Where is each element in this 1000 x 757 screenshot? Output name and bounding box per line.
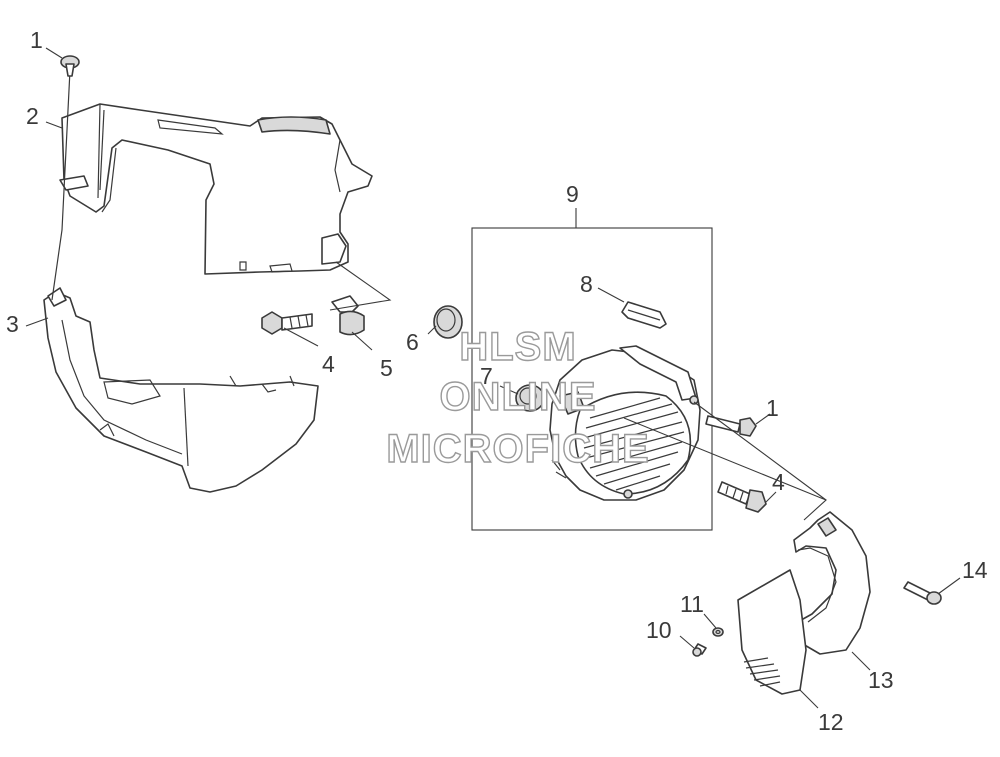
callout-label: 4 <box>772 469 785 495</box>
duct-part <box>793 511 871 655</box>
callout-label: 7 <box>480 363 493 389</box>
cover-plate-part <box>737 569 807 695</box>
callout-label: 4 <box>322 351 335 377</box>
assembly-leader <box>623 401 828 521</box>
callout-label: 5 <box>380 355 393 381</box>
watermark-line-2: ONLINE <box>439 375 596 419</box>
screw-part-14 <box>903 581 942 605</box>
assembly-frame <box>471 227 713 531</box>
screw-part-right <box>705 415 757 437</box>
watermark-line-1: HLSM <box>459 325 576 369</box>
callout-label: 13 <box>868 667 894 693</box>
screw-part-upper-left <box>51 55 80 301</box>
callout-label: 8 <box>580 271 593 297</box>
cover-grille <box>583 397 685 491</box>
upper-shroud-part <box>59 103 373 275</box>
callout-label: 3 <box>6 311 19 337</box>
callout-label: 11 <box>680 591 704 617</box>
plug-part-7 <box>515 384 545 412</box>
plug-part-6 <box>433 305 463 339</box>
grommet-part <box>329 261 392 336</box>
washer-part <box>712 627 724 637</box>
callout-labels: 1 2 3 4 5 6 7 8 9 1 4 10 11 12 13 14 <box>6 27 988 735</box>
callout-label: 14 <box>962 557 988 583</box>
callout-label: 2 <box>26 103 39 129</box>
fan-cover-part <box>549 345 701 501</box>
callout-label: 1 <box>766 395 779 421</box>
screw-part-10 <box>692 643 707 657</box>
plate-grille <box>743 657 781 687</box>
watermark-line-3: MICROFICHE <box>386 427 649 471</box>
bolt-part-right <box>717 481 767 513</box>
callout-label: 1 <box>30 27 43 53</box>
callout-label: 9 <box>566 181 579 207</box>
lower-shroud-part <box>43 287 319 493</box>
bolt-part-left <box>261 311 313 335</box>
callout-label: 10 <box>646 617 672 643</box>
callout-label: 12 <box>818 709 844 735</box>
callout-label: 6 <box>406 329 419 355</box>
rubber-strip-part <box>621 301 667 329</box>
callout-leaders <box>25 47 961 709</box>
watermark: HLSM ONLINE MICROFICHE <box>386 324 650 471</box>
